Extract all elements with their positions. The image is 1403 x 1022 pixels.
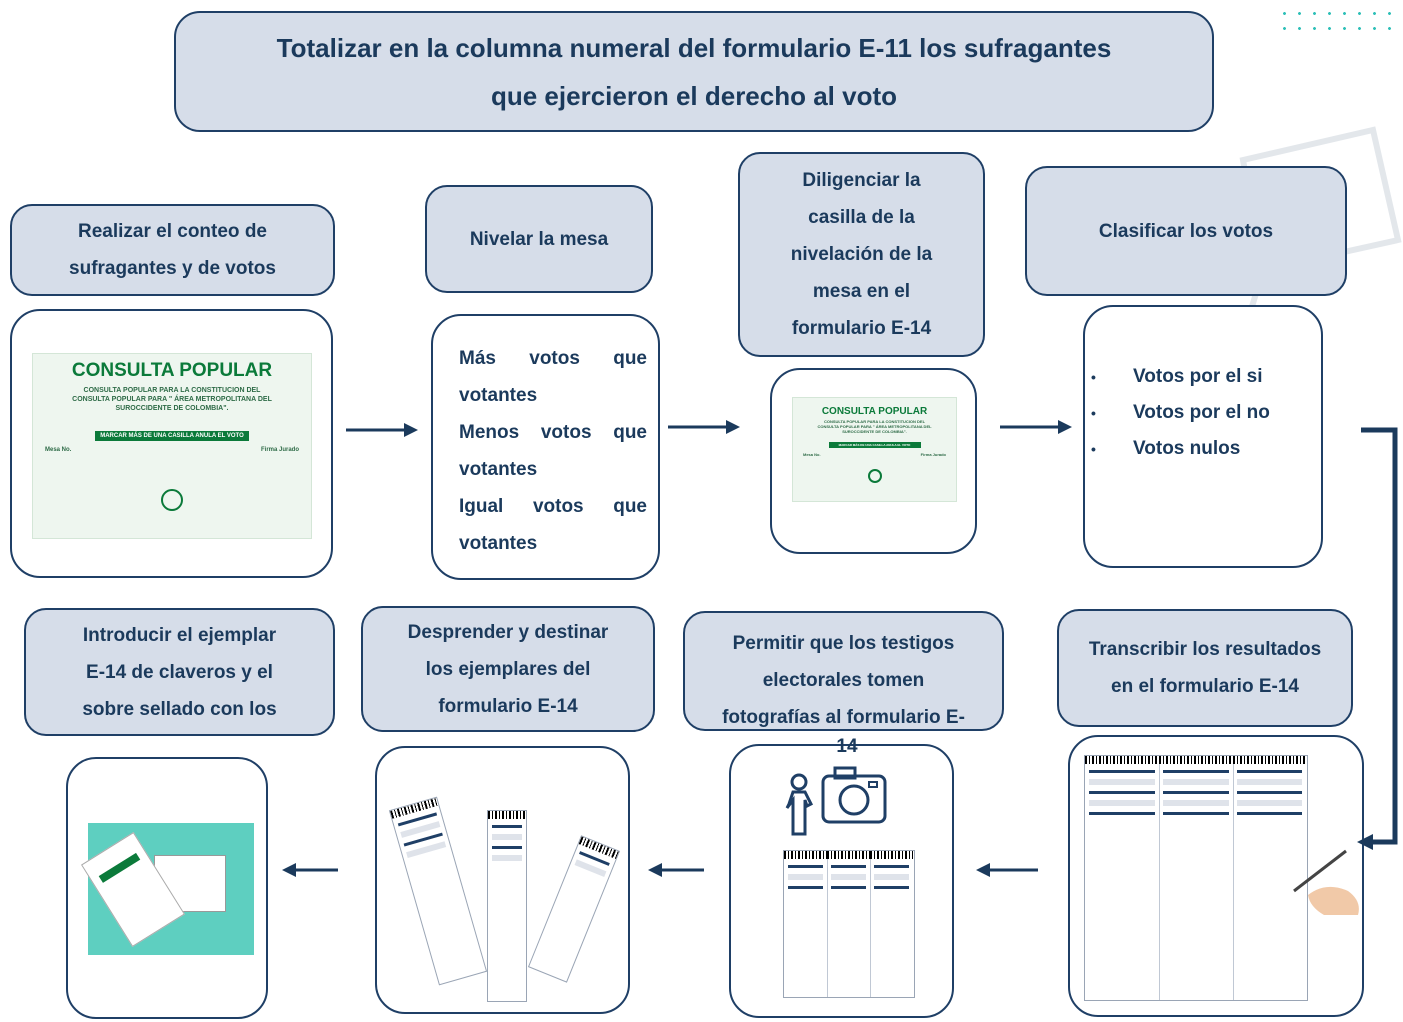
ballot-subtitle: CONSULTA POPULAR PARA LA CONSTITUCION DE… xyxy=(72,387,272,412)
ballot-firma-label: Firma Jurado xyxy=(260,447,299,453)
step-text: en el formulario E-14 xyxy=(1111,676,1299,697)
ballot-firma-label: Firma Jurado xyxy=(920,452,946,457)
step-text: sufragantes y de votos xyxy=(69,258,276,279)
step-text: Transcribir los resultados xyxy=(1088,639,1322,660)
option-word: que xyxy=(613,496,647,517)
camera-person-icon xyxy=(785,766,887,836)
step-text: nivelación de la xyxy=(790,244,933,265)
envelope-frame xyxy=(66,757,268,1019)
nivel-options-list: Más votos que votantes Menos votos que v… xyxy=(459,340,647,562)
step-witness-photos: Permitir que los testigos electorales to… xyxy=(683,611,1004,731)
envelope-image xyxy=(81,823,254,955)
ballot-image-small: CONSULTA POPULAR CONSULTA POPULAR PARA L… xyxy=(792,397,957,502)
step-classify-votes: Clasificar los votos xyxy=(1025,166,1347,296)
vote-type-item: Votos por el si xyxy=(1085,359,1325,395)
seal-icon xyxy=(867,469,882,483)
step-text: Desprender y destinar xyxy=(407,621,609,643)
arrow-left-icon xyxy=(282,863,338,877)
step-text: Nivelar la mesa xyxy=(469,228,609,250)
step-text-overflow: 14 xyxy=(836,736,858,757)
seal-icon xyxy=(161,489,183,511)
step-text: sobre sellado con los xyxy=(82,698,277,720)
transcribe-frame xyxy=(1068,735,1364,1017)
ballot-subtitle: CONSULTA POPULAR PARA LA CONSTITUCION DE… xyxy=(817,419,932,434)
ballot-bar: MARCAR MÁS DE UNA CASILLA ANULA EL VOTO xyxy=(95,431,249,441)
option-line: votantes xyxy=(459,459,538,480)
photo-frame xyxy=(729,744,954,1018)
ballot-frame-1: CONSULTA POPULAR CONSULTA POPULAR PARA L… xyxy=(10,309,333,578)
option-line: votantes xyxy=(459,385,538,406)
arrow-left-icon xyxy=(648,863,704,877)
step-level-table: Nivelar la mesa xyxy=(425,185,653,293)
arrow-right-icon xyxy=(668,420,740,434)
ballot-title: CONSULTA POPULAR xyxy=(71,360,273,381)
hand-writing-icon xyxy=(1293,849,1359,915)
vote-types-frame: Votos por el si Votos por el no Votos nu… xyxy=(1083,305,1323,568)
ballot-bar: MARCAR MÁS DE UNA CASILLA ANULA EL VOTO xyxy=(828,442,921,448)
step-text: Permitir que los testigos xyxy=(732,633,955,654)
option-word: Igual xyxy=(459,496,504,517)
form-copy-image xyxy=(487,810,527,1002)
page-title-line2: que ejercieron el derecho al voto xyxy=(490,80,898,111)
option-line: Menos votos que xyxy=(459,414,647,451)
arrow-left-icon xyxy=(976,863,1038,877)
step-text: electorales tomen xyxy=(762,670,925,691)
ballot-fields: Mesa No. Firma Jurado xyxy=(793,448,956,461)
option-word: que xyxy=(613,348,647,369)
step-text: formulario E-14 xyxy=(791,318,932,339)
step-text: Diligenciar la xyxy=(802,170,921,191)
option-word: votos xyxy=(529,348,580,369)
step-text: Introducir el ejemplar xyxy=(82,624,277,646)
ballot-mesa-label: Mesa No. xyxy=(45,447,72,453)
page-title-box: Totalizar en la columna numeral del form… xyxy=(174,11,1214,132)
ballot-title: CONSULTA POPULAR xyxy=(821,406,928,417)
step-text: mesa en el xyxy=(812,281,911,302)
step-text: fotografías al formulario E- xyxy=(722,707,965,728)
form-e14-image xyxy=(783,850,915,998)
vote-type-item: Votos nulos xyxy=(1085,431,1325,467)
step-text: casilla de la xyxy=(808,207,915,228)
form-copy-image xyxy=(388,796,488,986)
step-count-voters: Realizar el conteo de sufragantes y de v… xyxy=(10,204,335,296)
option-line: Igual votos que xyxy=(459,488,647,525)
step-text: Clasificar los votos xyxy=(1098,220,1274,242)
form-copy-image xyxy=(527,835,621,983)
decorative-dots xyxy=(1277,6,1397,36)
option-word: Más xyxy=(459,348,496,369)
step-detach-copies: Desprender y destinar los ejemplares del… xyxy=(361,606,655,732)
ballot-mesa-label: Mesa No. xyxy=(803,452,821,457)
option-word: que xyxy=(613,422,647,443)
ballot-fields: Mesa No. Firma Jurado xyxy=(33,441,311,459)
ballot-image: CONSULTA POPULAR CONSULTA POPULAR PARA L… xyxy=(32,353,312,539)
option-line: votantes xyxy=(459,533,538,554)
step-insert-e14: Introducir el ejemplar E-14 de claveros … xyxy=(24,608,335,736)
option-word: votos xyxy=(540,422,592,443)
page-title-line1: Totalizar en la columna numeral del form… xyxy=(276,32,1112,63)
vote-types-list: Votos por el si Votos por el no Votos nu… xyxy=(1085,359,1325,467)
step-text: Realizar el conteo de xyxy=(77,221,267,242)
step-text: E-14 de claveros y el xyxy=(86,661,273,683)
form-e14-image xyxy=(1084,755,1308,1001)
options-frame: Más votos que votantes Menos votos que v… xyxy=(431,314,660,580)
vote-type-item: Votos por el no xyxy=(1085,395,1325,431)
ballot-frame-2: CONSULTA POPULAR CONSULTA POPULAR PARA L… xyxy=(770,368,977,554)
option-word: Menos xyxy=(459,422,520,443)
step-text: formulario E-14 xyxy=(438,695,578,717)
step-text: los ejemplares del xyxy=(425,658,591,680)
arrow-right-icon xyxy=(1000,420,1072,434)
copies-frame xyxy=(375,746,630,1014)
step-transcribe-results: Transcribir los resultados en el formula… xyxy=(1057,609,1353,727)
step-fill-e14: Diligenciar la casilla de la nivelación … xyxy=(738,152,985,357)
connector-elbow-arrow-icon xyxy=(1357,427,1398,850)
arrow-right-icon xyxy=(346,423,418,437)
option-line: Más votos que xyxy=(459,340,647,377)
option-word: votos xyxy=(532,496,584,517)
